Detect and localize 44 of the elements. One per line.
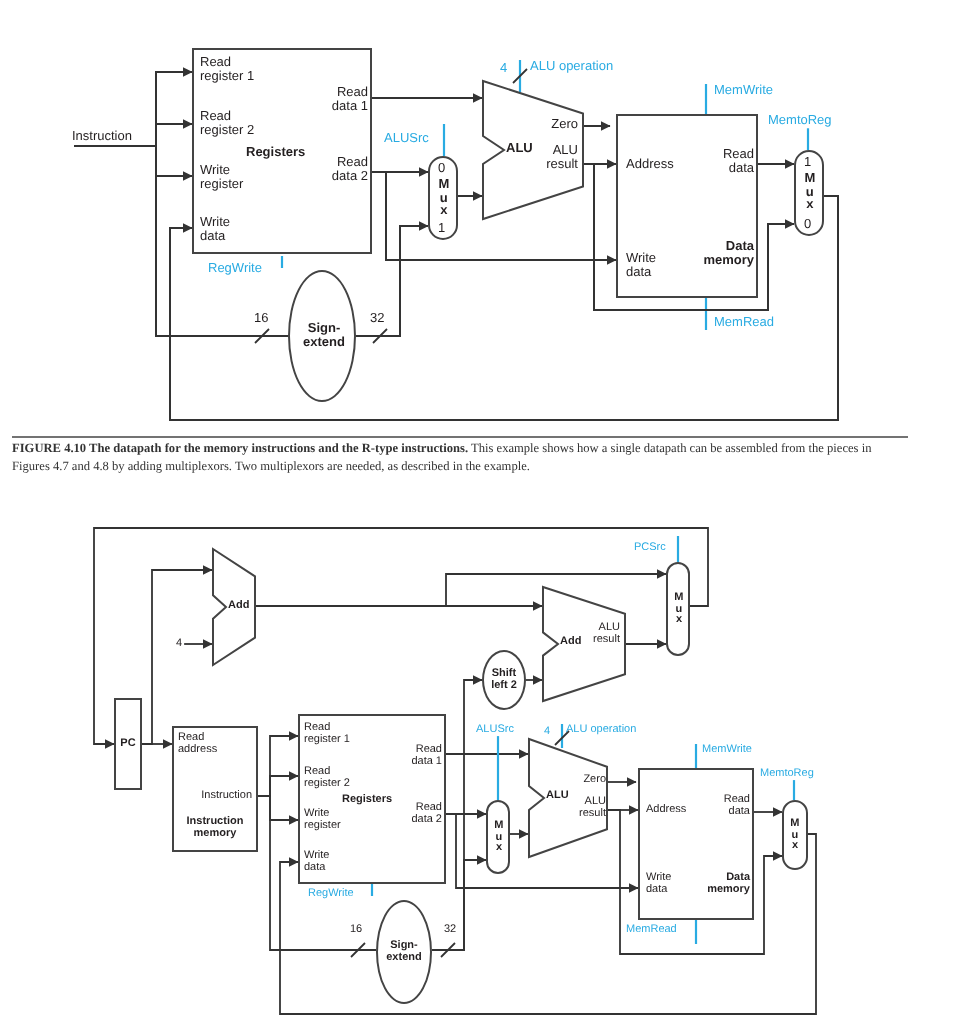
sign-extend-unit xyxy=(376,900,432,1004)
data-memory xyxy=(616,114,758,298)
register-file xyxy=(192,48,372,254)
program-counter xyxy=(114,698,142,790)
instruction-memory xyxy=(172,726,258,852)
arrow xyxy=(445,749,529,759)
arrow xyxy=(445,813,639,893)
arrow xyxy=(583,121,611,131)
data-memory xyxy=(638,768,754,920)
multiplexer xyxy=(666,562,690,656)
control-line xyxy=(792,780,796,800)
arrow xyxy=(509,829,529,839)
multiplexer xyxy=(794,150,824,236)
adder xyxy=(212,548,256,666)
arrow xyxy=(141,739,173,749)
arrow xyxy=(583,163,795,311)
alu xyxy=(528,738,608,858)
arrow xyxy=(93,527,709,749)
shift-unit xyxy=(482,650,526,710)
adder xyxy=(542,586,626,702)
arrow xyxy=(431,855,487,951)
multiplexer xyxy=(428,156,458,240)
arrow xyxy=(625,639,667,649)
arrow xyxy=(753,807,783,817)
arrow xyxy=(371,171,617,265)
arrow xyxy=(757,159,795,169)
arrow xyxy=(607,809,783,955)
connector-line xyxy=(257,795,377,951)
arrow xyxy=(457,191,483,201)
arrow xyxy=(371,93,483,103)
connector-line xyxy=(73,145,289,337)
arrow xyxy=(183,639,213,649)
control-line xyxy=(496,736,500,800)
control-line xyxy=(806,128,810,150)
alu xyxy=(482,80,584,220)
multiplexer xyxy=(486,800,510,874)
arrow xyxy=(279,833,817,1015)
arrow xyxy=(525,675,543,685)
arrow xyxy=(169,195,839,421)
arrow xyxy=(355,221,429,337)
register-file xyxy=(298,714,446,884)
multiplexer xyxy=(782,800,808,870)
arrow xyxy=(607,777,637,787)
arrow xyxy=(255,601,543,611)
